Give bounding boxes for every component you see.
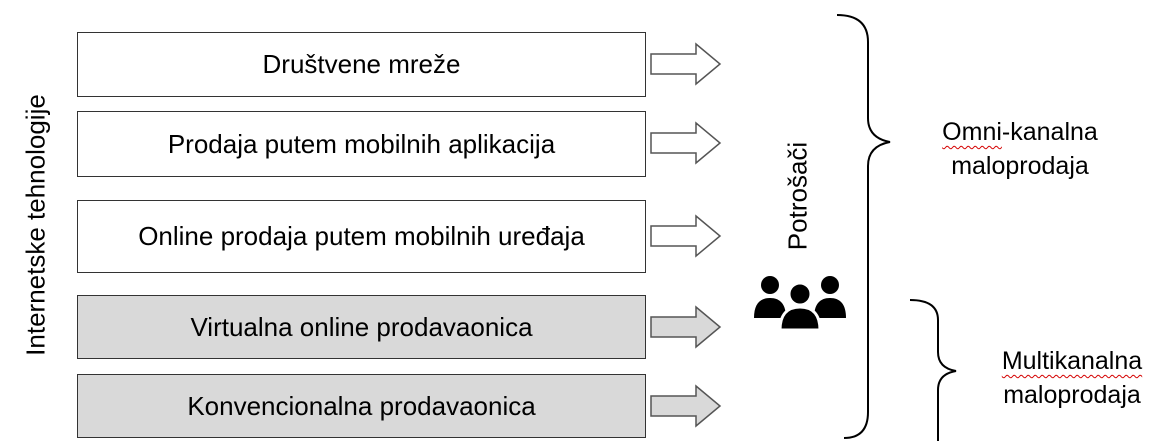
channel-label: Društvene mreže xyxy=(262,49,461,79)
channel-box-social-networks: Društvene mreže xyxy=(77,32,646,97)
arrow-right-icon xyxy=(650,42,722,86)
multi-line2: maloprodaja xyxy=(1003,381,1141,409)
arrow-right-icon xyxy=(650,121,722,165)
arrow-right-icon xyxy=(650,305,722,349)
channel-label: Konvencionalna prodavaonica xyxy=(187,390,536,421)
multi-channel-retail-label: Multikanalna maloprodaja xyxy=(982,344,1162,412)
side-label: Internetske tehnologije xyxy=(20,94,51,356)
consumers-label: Potrošači xyxy=(782,141,813,251)
omni-word: Omni xyxy=(942,118,1002,146)
channel-box-conventional-store: Konvencionalna prodavaonica xyxy=(77,374,646,438)
channel-label: Online prodaja putem mobilnih uređaja xyxy=(138,221,585,251)
arrow-right-icon xyxy=(650,384,722,428)
multi-channel-brace xyxy=(909,299,957,441)
channel-box-mobile-devices: Online prodaja putem mobilnih uređaja xyxy=(77,200,646,273)
omni-suffix: -kanalna xyxy=(1001,118,1098,146)
people-group-icon xyxy=(754,276,846,330)
channel-box-mobile-apps: Prodaja putem mobilnih aplikacija xyxy=(77,111,646,177)
channel-box-virtual-store: Virtualna online prodavaonica xyxy=(77,295,646,359)
omni-channel-retail-label: Omni-kanalna maloprodaja xyxy=(915,115,1125,183)
channel-label: Prodaja putem mobilnih aplikacija xyxy=(167,128,556,159)
omni-channel-brace xyxy=(836,14,891,439)
channel-label: Virtualna online prodavaonica xyxy=(190,311,533,342)
multi-line1: Multikanalna xyxy=(1001,347,1143,375)
arrow-right-icon xyxy=(650,214,722,258)
omni-line2: maloprodaja xyxy=(951,152,1089,180)
